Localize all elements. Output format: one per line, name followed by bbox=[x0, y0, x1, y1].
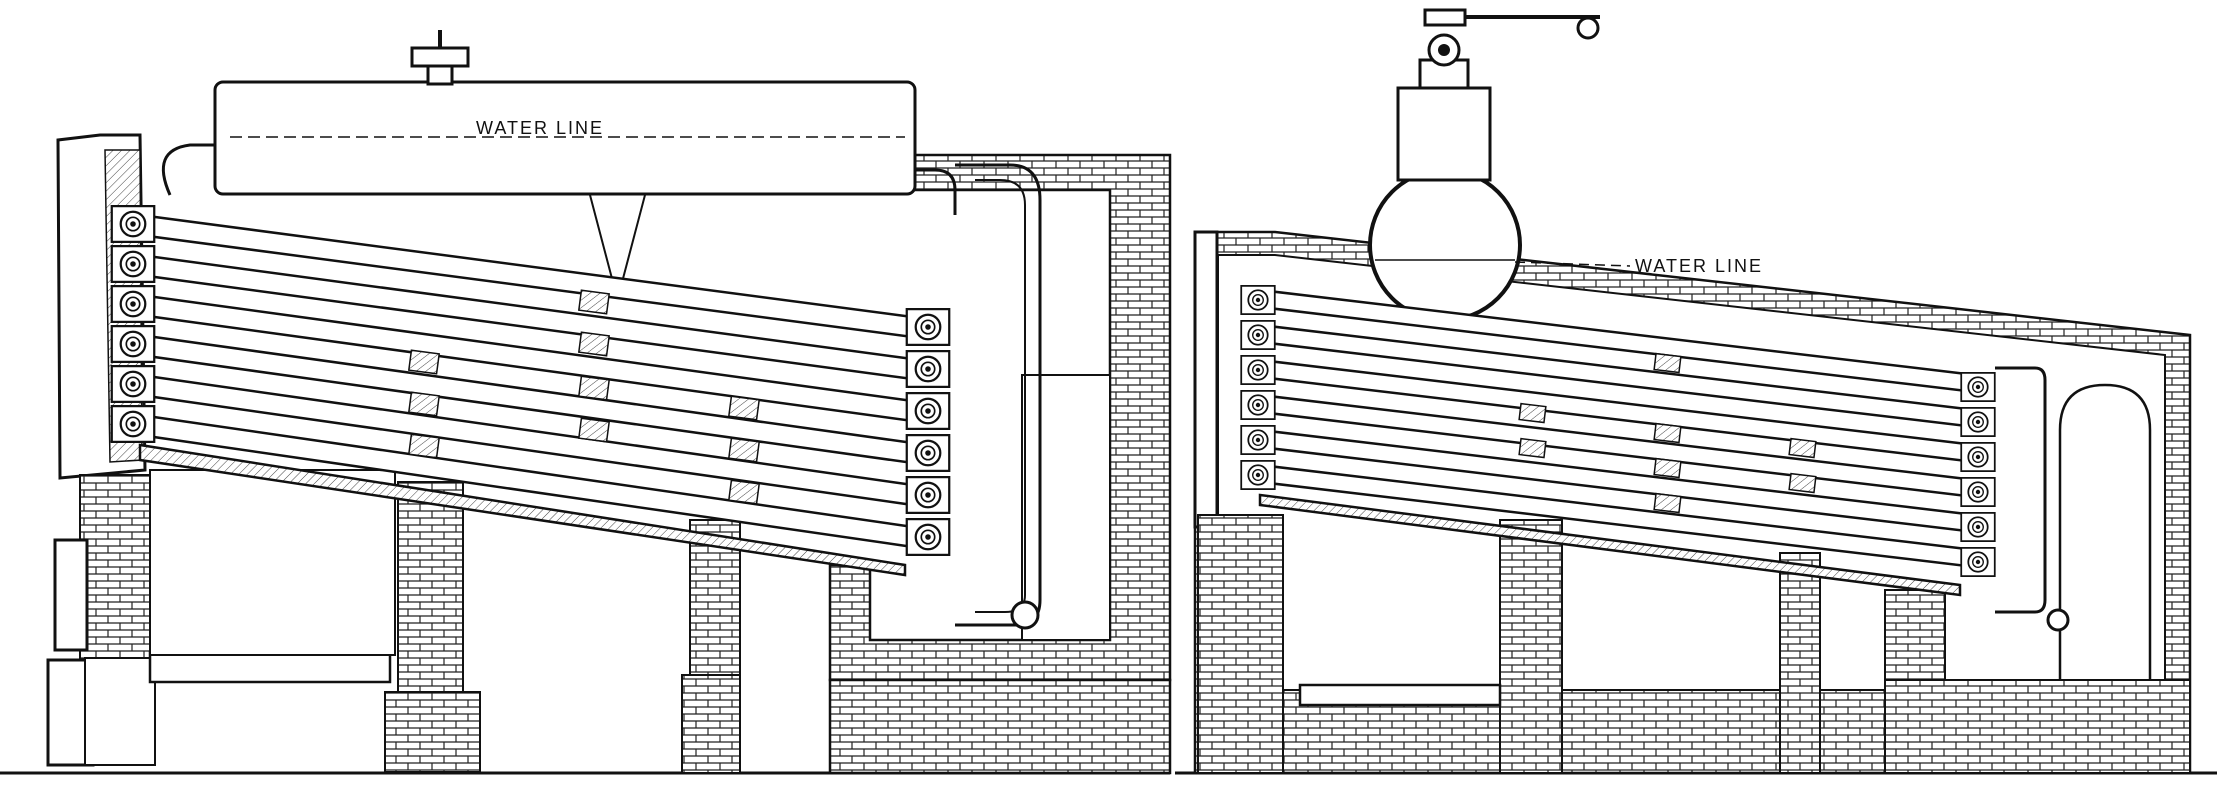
left-water-line-label: WATER LINE bbox=[476, 118, 604, 138]
right-bridge-wall-2 bbox=[1779, 552, 1821, 774]
right-steam-dome bbox=[1396, 86, 1492, 182]
right-rear-arch bbox=[2058, 383, 2152, 692]
left-safety-valve bbox=[410, 30, 470, 86]
right-tube-bank bbox=[1258, 288, 1977, 597]
right-grate bbox=[1298, 683, 1502, 707]
right-water-line bbox=[1514, 261, 1631, 267]
right-steam-drum bbox=[1368, 168, 1522, 322]
left-baffles bbox=[407, 289, 761, 505]
left-fire-door bbox=[53, 538, 89, 652]
left-steam-drum bbox=[213, 80, 917, 196]
right-downcomer bbox=[1995, 366, 2047, 614]
left-grate bbox=[148, 650, 392, 684]
right-front-plate bbox=[1193, 230, 1219, 529]
left-rear-headers bbox=[905, 308, 951, 556]
left-tube-bank bbox=[138, 213, 922, 577]
left-bridge-wall-1 bbox=[397, 481, 464, 693]
left-front-brick-pier bbox=[79, 474, 156, 666]
right-bridge-wall-1 bbox=[1499, 519, 1563, 774]
right-boiler-view: WATER LINE bbox=[1175, 8, 2217, 775]
right-baffles bbox=[1518, 352, 1817, 514]
left-rear-foundation bbox=[828, 678, 1172, 775]
right-water-line-label: WATER LINE bbox=[1635, 256, 1763, 276]
right-safety-valve bbox=[1418, 8, 1600, 90]
left-boiler-view: WATER LINE bbox=[0, 30, 1172, 775]
right-front-brick-pier bbox=[1197, 514, 1284, 774]
